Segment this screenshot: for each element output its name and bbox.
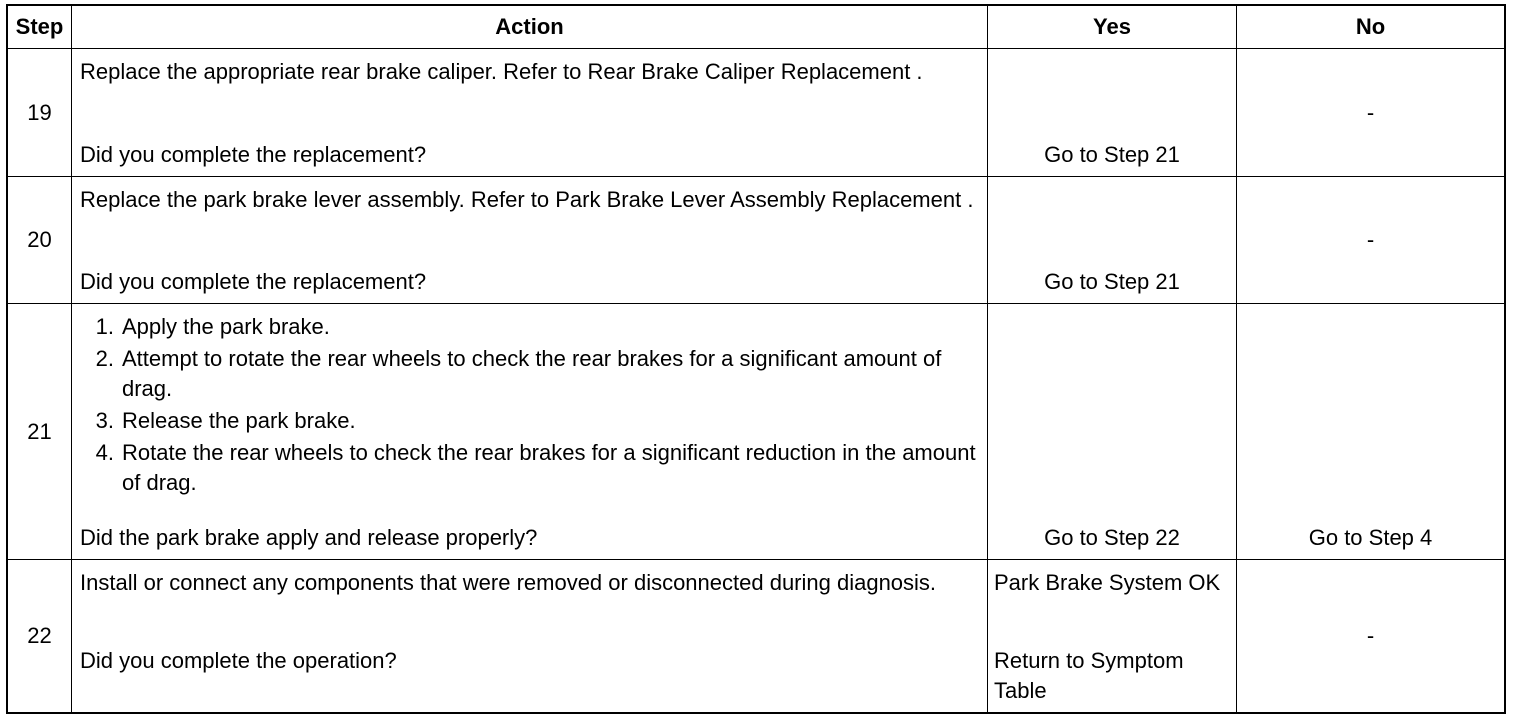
step-number: 21 bbox=[8, 304, 72, 559]
table-header-row: Step Action Yes No bbox=[8, 6, 1504, 49]
list-item-number: 1. bbox=[95, 314, 114, 339]
no-cell: Go to Step 4 bbox=[1237, 304, 1504, 559]
diagnostic-table: Step Action Yes No 19 Replace the approp… bbox=[6, 4, 1506, 714]
action-text: Install or connect any components that w… bbox=[80, 570, 937, 595]
action-steps: 1. Apply the park brake. 2. Attempt to r… bbox=[80, 312, 979, 553]
yes-link-symptom-table[interactable]: Return to Symptom Table bbox=[994, 648, 1184, 703]
action-cell: Replace the appropriate rear brake calip… bbox=[72, 49, 988, 176]
list-item-text: Apply the park brake. bbox=[122, 314, 330, 339]
list-item-text: Release the park brake. bbox=[122, 408, 356, 433]
action-cell: Install or connect any components that w… bbox=[72, 560, 988, 712]
list-item: 4. Rotate the rear wheels to check the r… bbox=[80, 438, 979, 498]
yes-cell: Go to Step 21 bbox=[988, 49, 1237, 176]
list-item-number: 3. bbox=[95, 408, 114, 433]
step-number: 19 bbox=[8, 49, 72, 176]
no-value: - bbox=[1366, 227, 1375, 252]
step-number: 22 bbox=[8, 560, 72, 712]
yes-cell: Park Brake System OK Return to Symptom T… bbox=[988, 560, 1237, 712]
step-number: 20 bbox=[8, 177, 72, 303]
table-row: 21 1. Apply the park brake. 2. Attempt t… bbox=[8, 304, 1504, 560]
no-value: - bbox=[1366, 99, 1375, 125]
no-link[interactable]: Go to Step 4 bbox=[1308, 525, 1433, 550]
list-item: 1. Apply the park brake. bbox=[80, 312, 979, 342]
header-action: Action bbox=[72, 6, 988, 48]
header-no: No bbox=[1355, 14, 1386, 39]
action-question: Did you complete the replacement? bbox=[80, 269, 427, 294]
no-cell: - bbox=[1237, 560, 1504, 712]
yes-link[interactable]: Go to Step 22 bbox=[1044, 525, 1180, 550]
yes-cell: Go to Step 22 bbox=[988, 304, 1237, 559]
yes-link[interactable]: Go to Step 21 bbox=[1044, 269, 1180, 294]
table-row: 19 Replace the appropriate rear brake ca… bbox=[8, 49, 1504, 177]
list-item-number: 4. bbox=[95, 440, 114, 465]
list-item: 2. Attempt to rotate the rear wheels to … bbox=[80, 344, 979, 404]
action-cell: Replace the park brake lever assembly. R… bbox=[72, 177, 988, 303]
list-item: 3. Release the park brake. bbox=[80, 406, 979, 436]
no-cell: - bbox=[1237, 177, 1504, 303]
yes-link[interactable]: Go to Step 21 bbox=[1044, 142, 1180, 167]
numbered-step-list: 1. Apply the park brake. 2. Attempt to r… bbox=[80, 312, 979, 498]
action-cell: 1. Apply the park brake. 2. Attempt to r… bbox=[72, 304, 988, 559]
yes-cell: Go to Step 21 bbox=[988, 177, 1237, 303]
table-row: 20 Replace the park brake lever assembly… bbox=[8, 177, 1504, 304]
no-value: - bbox=[1366, 623, 1375, 648]
list-item-text: Attempt to rotate the rear wheels to che… bbox=[122, 346, 942, 401]
action-text: Replace the appropriate rear brake calip… bbox=[80, 59, 923, 84]
action-question: Did you complete the operation? bbox=[80, 648, 397, 673]
header-step: Step bbox=[8, 6, 72, 48]
no-cell: - bbox=[1237, 49, 1504, 176]
table-row: 22 Install or connect any components tha… bbox=[8, 560, 1504, 712]
header-yes: Yes bbox=[988, 6, 1237, 48]
yes-result-ok: Park Brake System OK bbox=[994, 570, 1221, 595]
list-item-number: 2. bbox=[95, 346, 114, 371]
action-question: Did the park brake apply and release pro… bbox=[80, 525, 538, 550]
list-item-text: Rotate the rear wheels to check the rear… bbox=[122, 440, 976, 495]
action-text: Replace the park brake lever assembly. R… bbox=[80, 187, 974, 212]
action-question: Did you complete the replacement? bbox=[80, 142, 427, 167]
